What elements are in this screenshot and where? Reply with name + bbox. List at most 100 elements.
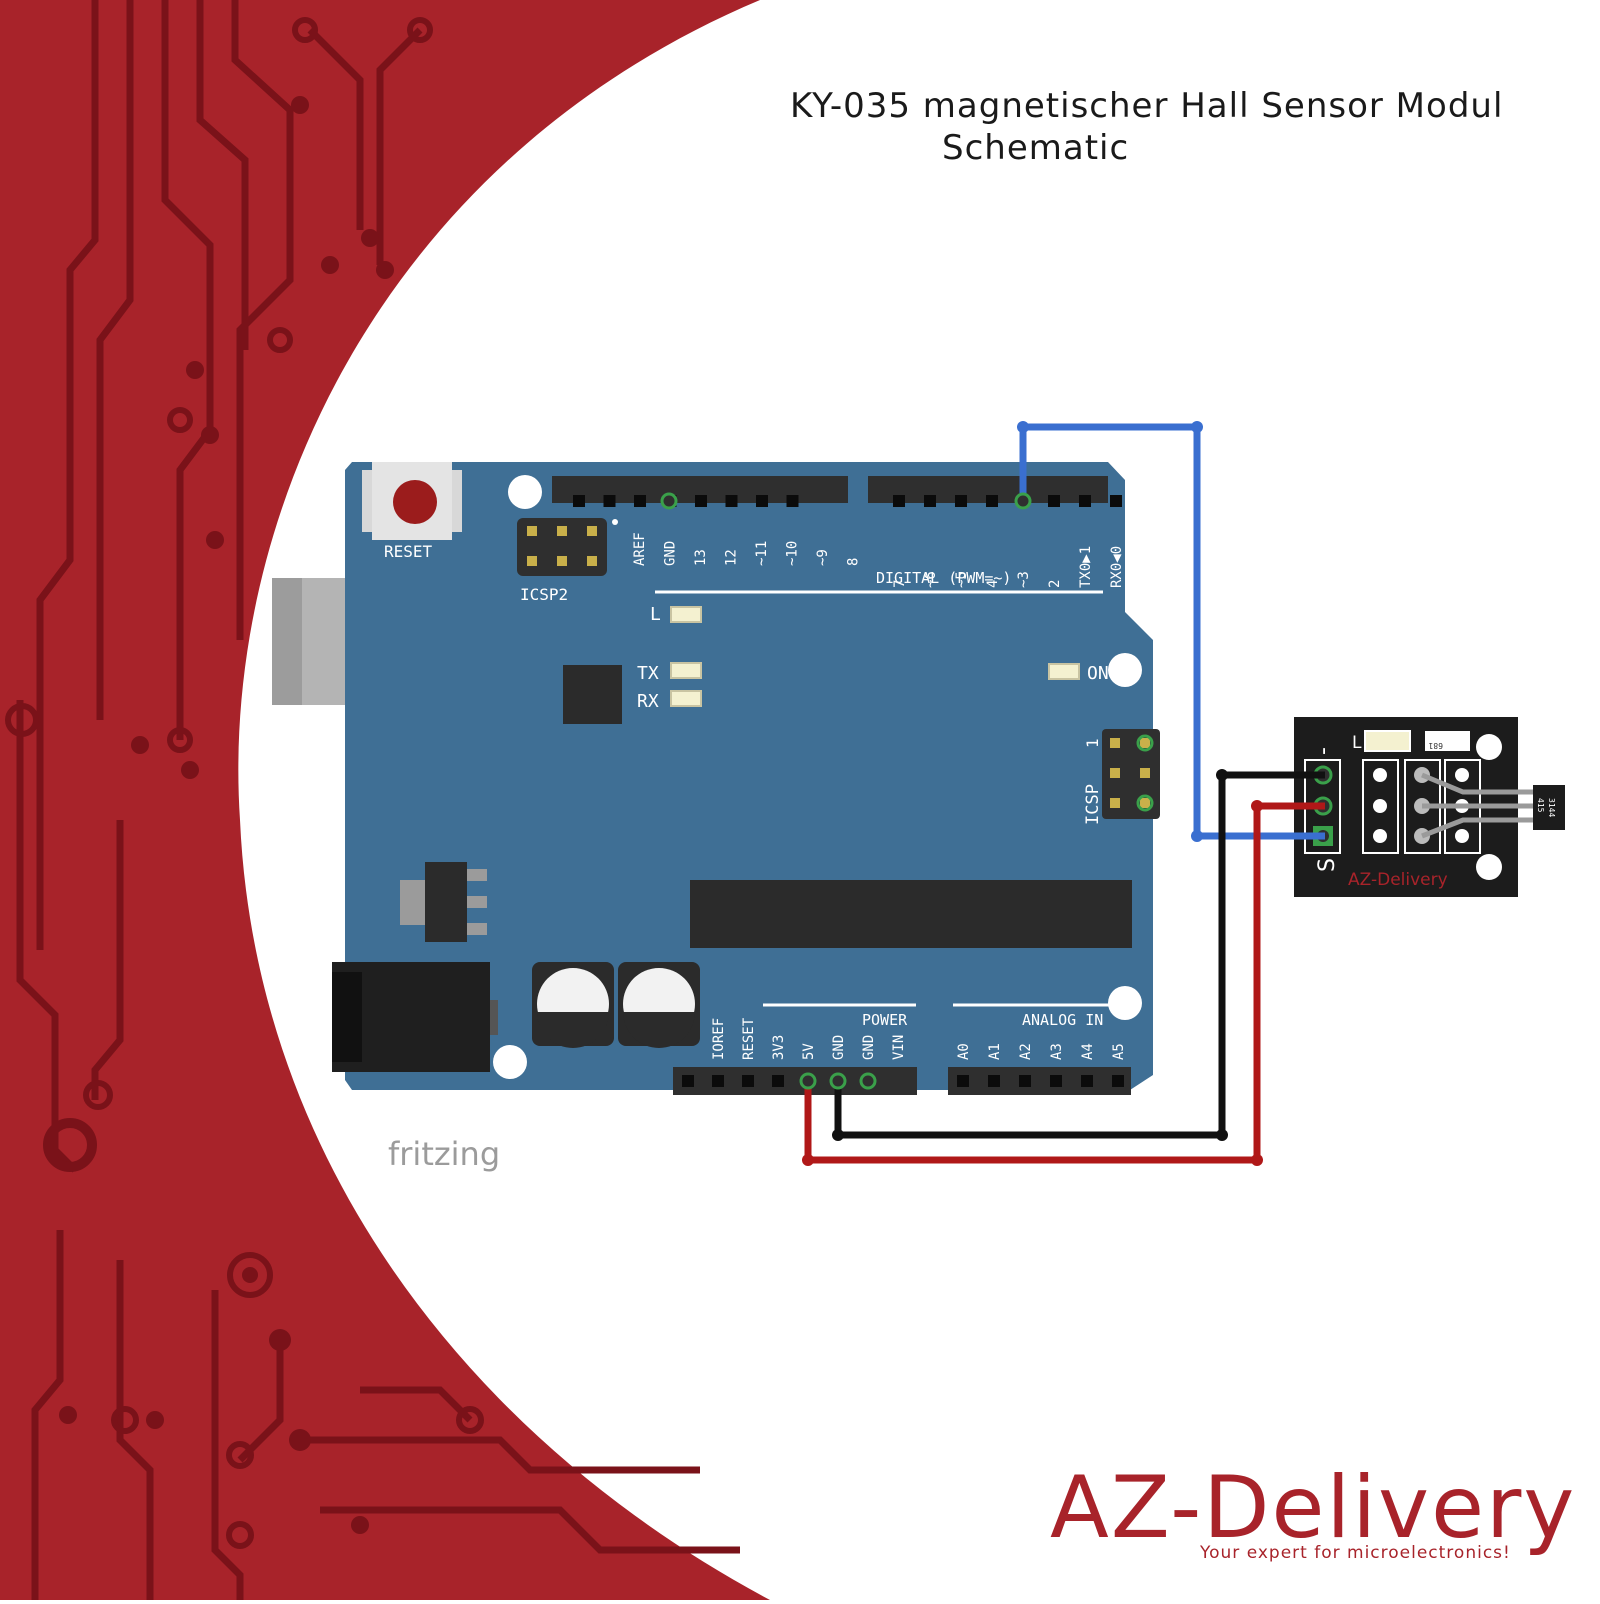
voltage-regulator bbox=[400, 862, 487, 942]
mounting-hole bbox=[1108, 653, 1142, 687]
analog-pin-label: A1 bbox=[987, 1043, 1003, 1060]
usb-chip bbox=[563, 665, 622, 724]
header-pin bbox=[786, 495, 799, 507]
led-rx-label: RX bbox=[637, 691, 659, 712]
header-pin bbox=[1081, 1075, 1093, 1087]
analog-pin-label: A0 bbox=[956, 1043, 972, 1060]
header-pin bbox=[955, 495, 967, 507]
power-pin-label: RESET bbox=[741, 1017, 757, 1060]
header-pin bbox=[988, 1075, 1000, 1087]
atmega-chip bbox=[690, 880, 1132, 948]
icsp-label: ICSP bbox=[1083, 784, 1103, 825]
header-pin bbox=[603, 495, 616, 507]
reset-label: RESET bbox=[384, 542, 433, 561]
header-pin bbox=[573, 495, 585, 507]
module-brand: AZ-Delivery bbox=[1348, 870, 1448, 890]
power-pin-label: IOREF bbox=[711, 1018, 727, 1060]
led-l-label: L bbox=[650, 604, 661, 625]
power-pin-label: 3V3 bbox=[771, 1035, 787, 1060]
module-led-label: L bbox=[1352, 733, 1362, 753]
title-line-2: Schematic bbox=[942, 128, 1130, 168]
header-pin bbox=[924, 495, 936, 507]
header-digital bbox=[868, 476, 1122, 507]
fritzing-watermark: fritzing bbox=[388, 1135, 501, 1173]
power-pin-label: GND bbox=[861, 1035, 877, 1060]
header-pin bbox=[1110, 495, 1122, 507]
led-tx bbox=[670, 662, 702, 679]
header-pin bbox=[1050, 1075, 1062, 1087]
header-pin bbox=[1079, 495, 1091, 507]
mounting-hole bbox=[1476, 854, 1502, 880]
header-pin bbox=[682, 1075, 694, 1087]
digital-pin-label: 4 bbox=[985, 580, 1001, 588]
header-pin bbox=[634, 495, 646, 507]
digital-pin-label: 2 bbox=[1047, 580, 1063, 588]
icsp2-header bbox=[517, 518, 618, 576]
digital-pin-label: 7 bbox=[892, 580, 908, 588]
digital-pin-label: RX0◀0 bbox=[1109, 546, 1125, 588]
brand-logo: AZ-Delivery Your expert for microelectro… bbox=[1050, 1458, 1590, 1563]
top-pin-label: GND bbox=[663, 541, 679, 566]
header-pin bbox=[772, 1075, 784, 1087]
digital-label: DIGITAL (PWM=~) bbox=[876, 569, 1011, 587]
header-pin bbox=[712, 1075, 724, 1087]
reset-button[interactable] bbox=[362, 462, 462, 540]
header-pin bbox=[756, 495, 768, 507]
top-pin-label: ~10 bbox=[785, 541, 801, 566]
top-pin-label: 8 bbox=[846, 558, 862, 566]
power-pin-label: VIN bbox=[891, 1035, 907, 1060]
header-pin bbox=[742, 1075, 754, 1087]
header-pin bbox=[893, 495, 905, 507]
red-circuit-background bbox=[0, 0, 770, 1600]
icsp-pin1-label: 1 bbox=[1083, 738, 1102, 748]
top-pin-label: 13 bbox=[693, 549, 709, 566]
mounting-hole bbox=[1476, 734, 1502, 760]
top-pin-label: ~9 bbox=[815, 549, 831, 566]
brand-name: AZ-Delivery bbox=[1050, 1458, 1577, 1558]
page-title: KY-035 magnetischer Hall Sensor Modul Sc… bbox=[790, 86, 1590, 168]
hall-sensor-3144 bbox=[1533, 785, 1565, 830]
header-power bbox=[673, 1067, 917, 1095]
module-pin-s: S bbox=[1315, 858, 1340, 872]
led-tx-label: TX bbox=[637, 663, 659, 684]
title-line-1: KY-035 magnetischer Hall Sensor Modul bbox=[790, 86, 1504, 126]
mounting-hole bbox=[1108, 986, 1142, 1020]
digital-pin-label: TX0▶1 bbox=[1078, 546, 1094, 588]
power-label: POWER bbox=[862, 1011, 908, 1029]
top-pin-label: AREF bbox=[632, 532, 648, 566]
mounting-hole bbox=[508, 475, 542, 509]
led-on-label: ON bbox=[1087, 663, 1109, 684]
digital-pin-label: ~3 bbox=[1016, 571, 1032, 588]
header-pin bbox=[725, 495, 738, 507]
header-pin bbox=[1112, 1075, 1124, 1087]
brand-slogan: Your expert for microelectronics! bbox=[1200, 1543, 1511, 1563]
analog-label: ANALOG IN bbox=[1022, 1011, 1103, 1029]
capacitor bbox=[532, 962, 614, 1048]
analog-pin-label: A2 bbox=[1018, 1043, 1034, 1060]
power-pin-label: 5V bbox=[801, 1043, 817, 1060]
header-analog bbox=[948, 1067, 1131, 1095]
sensor-code-1: 3144 bbox=[1547, 798, 1556, 817]
power-pin-label: GND bbox=[831, 1035, 847, 1060]
header-pin bbox=[695, 495, 707, 507]
ky035-module bbox=[1294, 717, 1565, 897]
mounting-hole bbox=[493, 1045, 527, 1079]
top-pin-label: 12 bbox=[724, 549, 740, 566]
digital-pin-label: ~5 bbox=[954, 571, 970, 588]
digital-pin-label: ~6 bbox=[923, 571, 939, 588]
header-pin bbox=[957, 1075, 969, 1087]
led-rx bbox=[670, 690, 702, 707]
header-pin bbox=[1048, 495, 1060, 507]
sensor-code-2: 415 bbox=[1536, 798, 1545, 813]
module-pin-minus: - bbox=[1311, 747, 1336, 755]
capacitor bbox=[618, 962, 700, 1048]
icsp-header bbox=[1102, 729, 1160, 819]
led-on bbox=[1048, 663, 1080, 680]
header-pin bbox=[986, 495, 998, 507]
icsp2-label: ICSP2 bbox=[520, 585, 568, 604]
power-jack bbox=[332, 962, 498, 1072]
resistor-code: 681 bbox=[1428, 741, 1443, 750]
led-l bbox=[670, 606, 702, 623]
